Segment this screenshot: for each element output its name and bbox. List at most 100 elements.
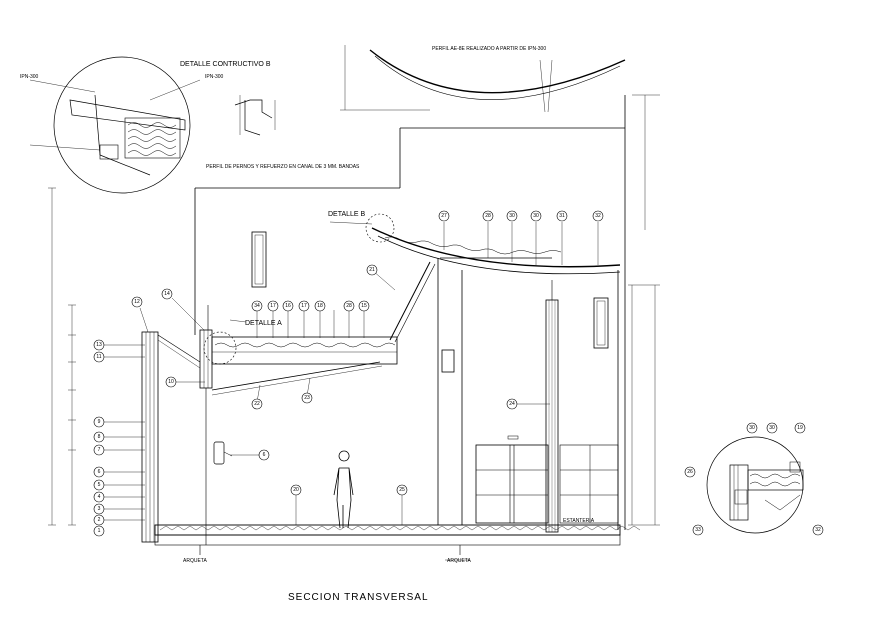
detail-b-label: DETALLE B <box>328 211 366 218</box>
callout-1: 1 <box>93 525 105 537</box>
callout-25: 25 <box>396 484 408 496</box>
callout-right-2: 30 <box>746 422 758 434</box>
callout-4: 4 <box>93 491 105 503</box>
callout-roof-b-1: 27 <box>438 210 450 222</box>
svg-text:22: 22 <box>254 401 260 407</box>
callout-21: 21 <box>366 264 378 276</box>
callout-right-3: 30 <box>766 422 778 434</box>
callout-roof-b-6: 32 <box>592 210 604 222</box>
svg-text:23: 23 <box>304 395 310 401</box>
svg-text:21: 21 <box>369 267 375 273</box>
svg-text:30: 30 <box>769 425 775 431</box>
callout-5: 5 <box>93 479 105 491</box>
svg-text:9: 9 <box>98 419 101 425</box>
svg-text:34: 34 <box>254 303 260 309</box>
svg-text:8: 8 <box>98 434 101 440</box>
callout-8: 8 <box>93 431 105 443</box>
svg-text:1: 1 <box>98 528 101 534</box>
callout-23: 23 <box>301 392 313 404</box>
callout-roof-a-3: 16 <box>282 300 294 312</box>
svg-text:32: 32 <box>815 527 821 533</box>
svg-text:28: 28 <box>485 213 491 219</box>
person-figure <box>333 450 354 529</box>
callout-roof-a-2: 17 <box>267 300 279 312</box>
detail-b-circle <box>29 56 201 194</box>
callout-right-4: 19 <box>794 422 806 434</box>
svg-text:14: 14 <box>164 291 170 297</box>
detail-b-marker <box>365 213 395 243</box>
callout-right-6: 32 <box>812 524 824 536</box>
callout-13-left: 13 <box>93 339 105 351</box>
svg-text:13: 13 <box>96 342 102 348</box>
detail-b-top-label: DETALLE CONTRUCTIVO B <box>180 61 271 68</box>
profile-note-2: PERFIL DE PERNOS Y REFUERZO EN CANAL DE … <box>206 164 360 170</box>
svg-text:10: 10 <box>168 379 174 385</box>
svg-text:12: 12 <box>134 299 140 305</box>
svg-text:25: 25 <box>399 487 405 493</box>
callout-roof-b-5: 31 <box>556 210 568 222</box>
svg-text:4: 4 <box>98 494 101 500</box>
drawing-title: SECCION TRANSVERSAL <box>288 592 429 603</box>
svg-text:32: 32 <box>595 213 601 219</box>
svg-text:17: 17 <box>301 303 307 309</box>
callout-6-left: 6 <box>93 466 105 478</box>
svg-text:30: 30 <box>749 425 755 431</box>
svg-text:17: 17 <box>270 303 276 309</box>
estanteria-label: ESTANTERIA <box>563 518 595 524</box>
callout-roof-a-4: 17 <box>298 300 310 312</box>
callout-24: 24 <box>506 398 518 410</box>
svg-text:24: 24 <box>509 401 515 407</box>
svg-text:33: 33 <box>695 527 701 533</box>
svg-text:26: 26 <box>687 469 693 475</box>
callout-20: 20 <box>290 484 302 496</box>
dimension-lines <box>48 94 660 526</box>
ipn-label-2: IPN-300 <box>205 74 224 80</box>
svg-text:3: 3 <box>98 506 101 512</box>
svg-text:2: 2 <box>98 517 101 523</box>
callout-2: 2 <box>93 514 105 526</box>
top-arc-profile <box>340 45 626 113</box>
callout-right-1: 26 <box>684 466 696 478</box>
svg-text:11: 11 <box>96 354 101 360</box>
callout-9: 9 <box>93 416 105 428</box>
callout-6-right: 6 <box>258 449 270 461</box>
detail-a-marker <box>203 331 237 365</box>
detail-a-label: DETALLE A <box>245 320 282 327</box>
callout-roof-a-5: 18 <box>314 300 326 312</box>
svg-text:7: 7 <box>98 447 101 453</box>
callout-roof-a-1: 34 <box>251 300 263 312</box>
svg-text:16: 16 <box>285 303 291 309</box>
profile-note: PERFIL AE-8E REALIZADO A PARTIR DE IPN-3… <box>432 46 546 52</box>
leader-lines <box>104 221 599 561</box>
building-section <box>141 95 641 555</box>
callout-roof-b-2: 28 <box>482 210 494 222</box>
callout-11: 11 <box>93 351 105 363</box>
ipn-label: IPN-300 <box>20 74 39 80</box>
svg-text:6: 6 <box>263 452 266 458</box>
arqueta-right-label: ARQUETA <box>447 558 471 564</box>
callout-roof-b-4: 30 <box>530 210 542 222</box>
svg-text:20: 20 <box>293 487 299 493</box>
callout-10: 10 <box>165 376 177 388</box>
arqueta-left-label: ARQUETA <box>183 558 207 564</box>
callout-22: 22 <box>251 398 263 410</box>
callout-3: 3 <box>93 503 105 515</box>
callout-12: 12 <box>131 296 143 308</box>
callout-roof-a-7: 15 <box>358 300 370 312</box>
svg-text:6: 6 <box>98 469 101 475</box>
callout-7: 7 <box>93 444 105 456</box>
svg-text:19: 19 <box>797 425 803 431</box>
svg-text:30: 30 <box>509 213 515 219</box>
callout-roof-b-3: 30 <box>506 210 518 222</box>
svg-text:18: 18 <box>317 303 323 309</box>
svg-text:5: 5 <box>98 482 101 488</box>
svg-text:31: 31 <box>559 213 565 219</box>
callout-right-5: 33 <box>692 524 704 536</box>
svg-text:28: 28 <box>346 303 352 309</box>
svg-text:15: 15 <box>361 303 367 309</box>
svg-text:27: 27 <box>441 213 447 219</box>
svg-text:30: 30 <box>533 213 539 219</box>
callout-14: 14 <box>161 288 173 300</box>
detail-right-circle <box>706 436 804 534</box>
